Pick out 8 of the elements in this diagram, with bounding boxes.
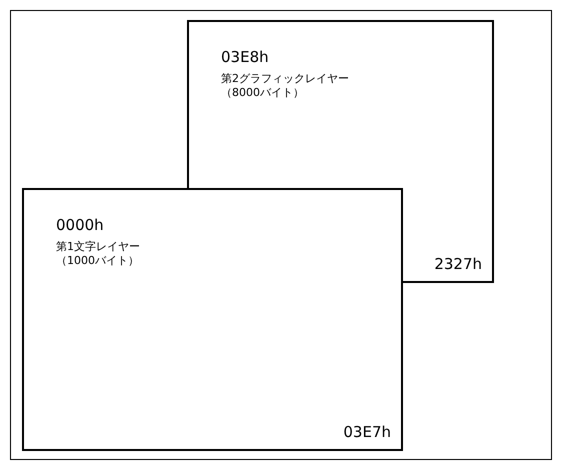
start-address: 03E8h xyxy=(221,48,269,66)
layer-description: 第2グラフィックレイヤー（8000バイト） xyxy=(221,72,346,100)
layer-description: 第1文字レイヤー（1000バイト） xyxy=(56,240,141,268)
memory-layer-box xyxy=(22,188,403,451)
memory-layer-box xyxy=(187,20,494,283)
start-address: 0000h xyxy=(56,216,104,234)
end-address: 03E7h xyxy=(343,423,391,441)
end-address: 2327h xyxy=(434,255,482,273)
